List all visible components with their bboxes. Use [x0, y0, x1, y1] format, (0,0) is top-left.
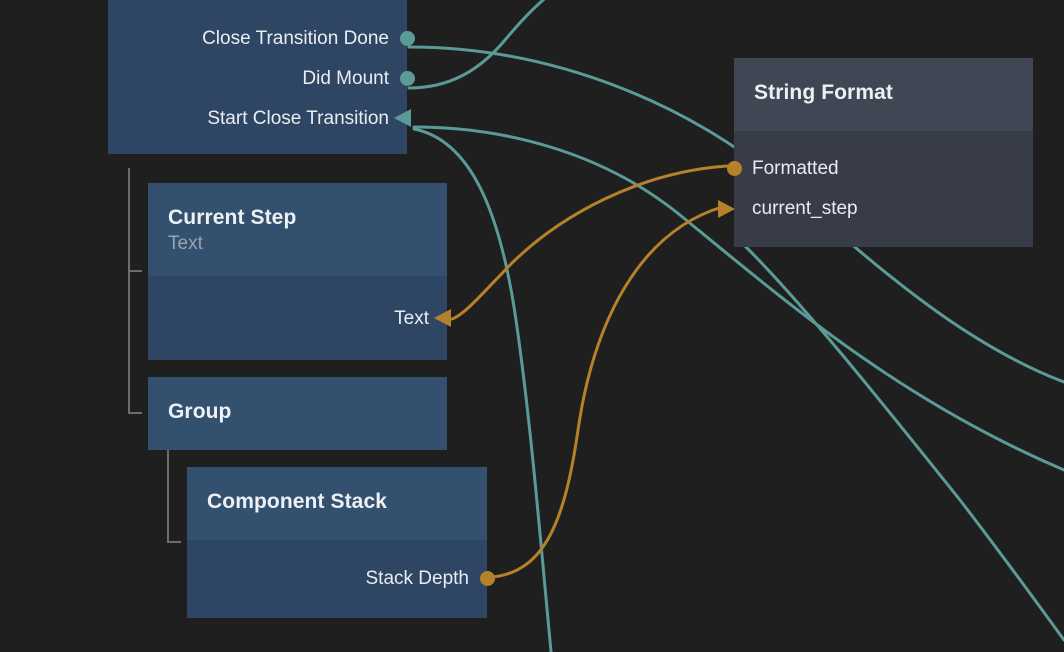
port-label-stack-depth: Stack Depth: [365, 568, 470, 590]
node-group[interactable]: Group: [148, 377, 447, 450]
port-label-current-step-text: Text: [394, 307, 429, 329]
node-component-stack[interactable]: Component Stack Stack Depth: [187, 467, 495, 618]
port-dot-did-mount[interactable]: [399, 70, 415, 86]
port-row-current-step-text[interactable]: Text: [148, 298, 451, 338]
node-current-step-body: Text: [148, 276, 451, 361]
port-dot-close-transition-done[interactable]: [399, 30, 415, 46]
port-row-stack-depth[interactable]: Stack Depth: [187, 559, 495, 599]
node-string-format-body: Formatted current_step: [718, 130, 1033, 247]
tree-hline-component-stack: [167, 541, 181, 543]
node-component-stack-header: Component Stack: [187, 467, 487, 540]
node-group-title: Group: [168, 400, 232, 423]
port-label-did-mount: Did Mount: [302, 67, 389, 89]
node-current-step-title: Current Step: [168, 206, 297, 229]
port-row-did-mount[interactable]: Did Mount: [108, 58, 415, 98]
wire-did-mount: [407, 0, 546, 90]
port-arrow-current-step-text[interactable]: [434, 309, 451, 328]
port-label-close-transition-done: Close Transition Done: [202, 27, 389, 49]
tree-vline-2: [167, 443, 169, 543]
node-string-format[interactable]: String Format Formatted current_step: [718, 58, 1033, 247]
wire-string-format-out-teal: [740, 241, 1064, 642]
port-dot-stack-depth[interactable]: [479, 571, 495, 587]
port-label-current-step-in: current_step: [752, 198, 858, 220]
node-component-stack-body: Stack Depth: [187, 539, 495, 618]
node-string-format-title: String Format: [754, 81, 893, 104]
wire-formatted-to-text: [450, 164, 729, 321]
port-label-formatted: Formatted: [752, 158, 839, 180]
node-current-step[interactable]: Current Step Text Text: [148, 183, 451, 361]
port-dot-formatted[interactable]: [726, 161, 742, 177]
node-top[interactable]: Close Transition Done Did Mount Start Cl…: [108, 0, 415, 154]
port-label-start-close-transition: Start Close Transition: [207, 107, 389, 129]
node-string-format-header: String Format: [734, 58, 1033, 131]
tree-hline-group: [128, 412, 142, 414]
tree-hline-current-step: [128, 270, 142, 272]
node-component-stack-title: Component Stack: [207, 490, 388, 513]
tree-connector-group: [167, 443, 191, 545]
port-row-formatted[interactable]: Formatted: [726, 149, 1033, 189]
port-row-current-step-in[interactable]: current_step: [718, 189, 1033, 229]
node-group-header: Group: [148, 377, 447, 450]
port-arrow-current-step-in[interactable]: [718, 199, 735, 218]
port-row-close-transition-done[interactable]: Close Transition Done: [108, 18, 415, 58]
tree-connector-parent: [128, 168, 152, 418]
port-arrow-start-close-transition[interactable]: [394, 109, 411, 127]
port-row-start-close-transition[interactable]: Start Close Transition: [108, 98, 411, 138]
wire-stack-depth-to-current-step: [490, 205, 724, 579]
node-top-body: Close Transition Done Did Mount Start Cl…: [108, 0, 415, 154]
tree-vline: [128, 168, 130, 414]
node-current-step-subtitle: Text: [168, 232, 203, 254]
node-current-step-header: Current Step Text: [148, 183, 447, 277]
